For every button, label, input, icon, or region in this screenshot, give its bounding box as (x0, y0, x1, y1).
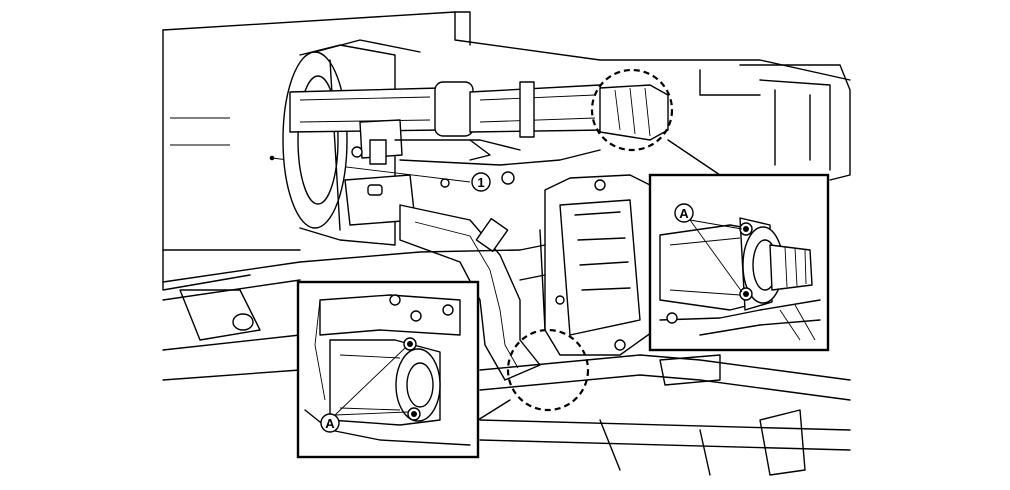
callout-A-left-label: A (325, 416, 335, 431)
inset-right: A (648, 139, 830, 352)
detail-circle-lower (506, 328, 590, 412)
inset-left: A (296, 280, 511, 459)
callout-1-marker: 1 (471, 172, 491, 192)
detail-circle-upper (590, 68, 674, 152)
exhaust-pipe (399, 204, 541, 381)
propeller-shaft (289, 81, 669, 141)
crossmember (162, 249, 851, 476)
callout-A-right-label: A (679, 206, 689, 221)
mount-bracket (344, 119, 601, 226)
transfer-case (519, 174, 656, 356)
callout-1-label: 1 (477, 175, 484, 190)
